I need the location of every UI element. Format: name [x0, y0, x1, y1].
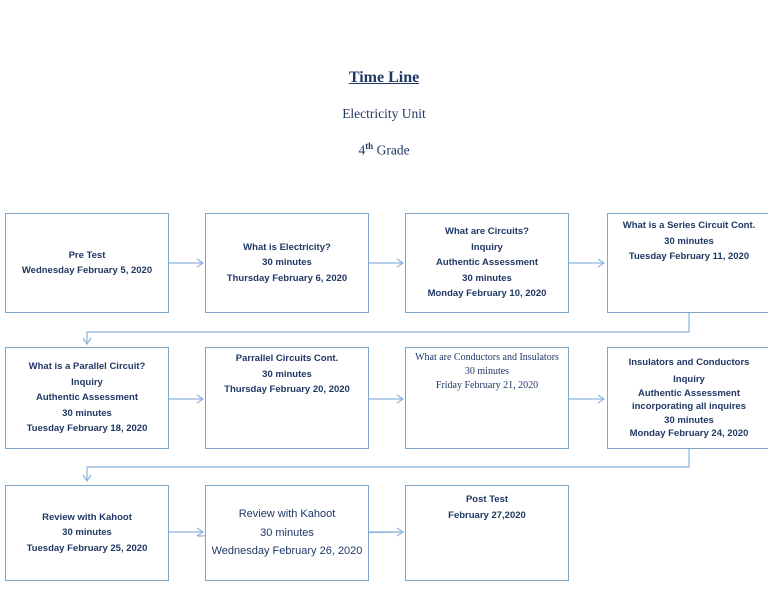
flow-wrap-arrow: [82, 313, 690, 346]
box-line: Authentic Assessment: [637, 387, 741, 399]
box-line: Wednesday February 5, 2020: [21, 265, 153, 276]
flow-arrow: [368, 394, 405, 404]
box-line: Review with Kahoot: [42, 511, 132, 523]
timeline-box-pre-test: Pre Test Wednesday February 5, 2020: [5, 213, 169, 313]
timeline-box-review-with-kahoot-2: Review with Kahoot 30 minutes Wednesday …: [205, 485, 369, 581]
box-line: Insulators and Conductors: [628, 356, 750, 368]
timeline-box-parallel-circuits-cont: Parrallel Circuits Cont. 30 minutes Thur…: [205, 347, 369, 449]
box-line: 30 minutes: [262, 257, 312, 269]
grade-ordinal-suffix: th: [365, 141, 374, 151]
box-line: Tuesday February 11, 2020: [628, 251, 750, 262]
timeline-box-review-with-kahoot-1: Review with Kahoot 30 minutes Tuesday Fe…: [5, 485, 169, 581]
box-line: Monday February 10, 2020: [427, 288, 547, 300]
box-line: Authentic Assessment: [435, 257, 539, 269]
box-line: Authentic Assessment: [35, 392, 139, 404]
flow-arrow: [168, 527, 205, 537]
flow-arrow: [168, 258, 205, 268]
box-line: What is a Parallel Circuit?: [28, 361, 146, 373]
box-line: Tuesday February 25, 2020: [26, 542, 148, 554]
flow-arrow: [368, 258, 405, 268]
box-line: 30 minutes: [62, 407, 112, 419]
timeline-box-what-is-electricity: What is Electricity? 30 minutes Thursday…: [205, 213, 369, 313]
box-line: Inquiry: [673, 374, 705, 385]
box-line: Monday February 24, 2020: [629, 428, 749, 439]
box-line: What are Conductors and Insulators: [415, 352, 559, 363]
box-line: Post Test: [465, 494, 509, 505]
grade-subtitle: 4th Grade: [358, 141, 410, 158]
page-title: Time Line: [348, 69, 420, 86]
box-line: Wednesday February 26, 2020: [211, 545, 363, 558]
timeline-box-parallel-circuit: What is a Parallel Circuit? Inquiry Auth…: [5, 347, 169, 449]
unit-subtitle: Electricity Unit: [342, 106, 426, 121]
box-line: 30 minutes: [62, 527, 112, 539]
box-line: Friday February 21, 2020: [435, 380, 539, 391]
flow-arrow: [568, 394, 606, 404]
box-line: What are Circuits?: [445, 226, 529, 238]
box-line: incorporating all inquires: [631, 401, 746, 412]
box-line: 30 minutes: [462, 272, 512, 284]
box-line: What is a Series Circuit Cont.: [622, 220, 756, 231]
box-line: Pre Test: [68, 249, 106, 261]
box-line: 30 minutes: [262, 368, 312, 380]
timeline-box-conductors-insulators: What are Conductors and Insulators 30 mi…: [405, 347, 569, 449]
box-line: February 27,2020: [448, 509, 526, 521]
box-line: Inquiry: [471, 241, 503, 253]
timeline-box-post-test: Post Test February 27,2020: [405, 485, 569, 581]
box-line: Thursday February 20, 2020: [224, 384, 350, 395]
box-line: Tuesday February 18, 2020: [26, 423, 148, 435]
flow-wrap-arrow: [82, 449, 690, 483]
flow-arrow: [568, 258, 606, 268]
box-line: Inquiry: [71, 376, 103, 388]
box-line: Review with Kahoot: [238, 508, 336, 521]
box-line: Thursday February 6, 2020: [226, 272, 348, 284]
box-line: What is Electricity?: [243, 241, 331, 253]
box-line: 30 minutes: [664, 414, 714, 426]
box-line: Parrallel Circuits Cont.: [235, 353, 339, 364]
timeline-box-series-circuit-cont: What is a Series Circuit Cont. 30 minute…: [607, 213, 768, 313]
box-line: 30 minutes: [664, 235, 714, 247]
box-line: 30 minutes: [260, 526, 314, 539]
timeline-box-what-are-circuits: What are Circuits? Inquiry Authentic Ass…: [405, 213, 569, 313]
flow-arrow: [168, 394, 205, 404]
timeline-box-insulators-conductors: Insulators and Conductors Inquiry Authen…: [607, 347, 768, 449]
box-line: 30 minutes: [464, 366, 510, 377]
